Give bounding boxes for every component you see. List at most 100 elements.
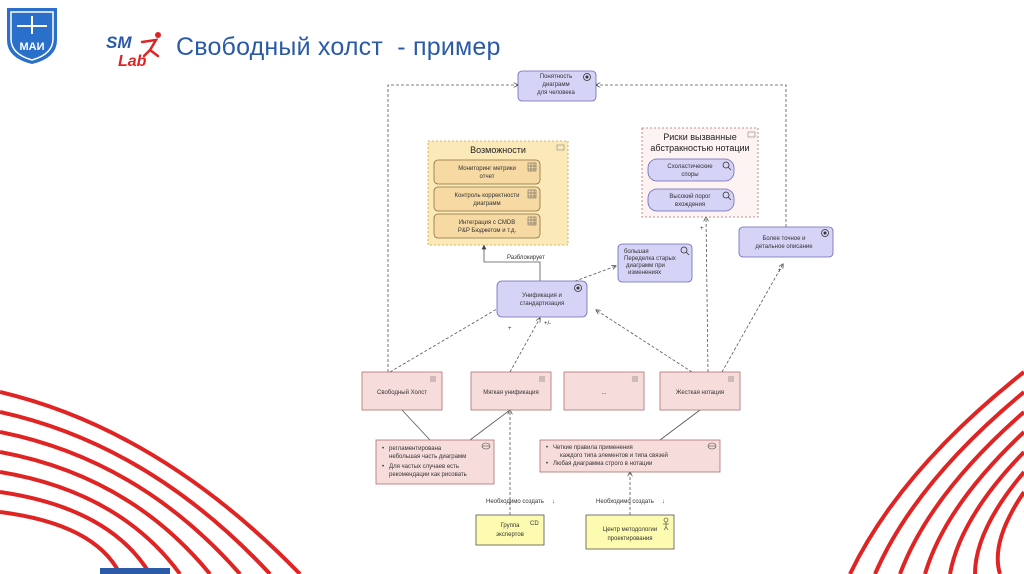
need-create-arrow-1-icon: ↓ bbox=[552, 499, 555, 505]
soft-detail-4: рекомендации как рисовать bbox=[389, 472, 467, 478]
goal-icon bbox=[583, 73, 591, 81]
left-stripe-5 bbox=[0, 470, 182, 574]
edge-hard-to-unification bbox=[596, 310, 693, 373]
capability-2-line-2: диаграмм bbox=[473, 201, 500, 207]
label-need-create-1: Необходимо создать bbox=[486, 499, 544, 505]
unification-line-1: Унификация и bbox=[522, 293, 562, 299]
unification-line-2: стандартизация bbox=[520, 301, 565, 307]
magnifier-icon bbox=[680, 246, 690, 256]
capability-3-line-2: P&P Бюджетом и т.д. bbox=[458, 228, 517, 234]
risk-2-line-1: Высокий порог bbox=[669, 193, 711, 200]
hard-bullet-icon: • bbox=[546, 445, 548, 451]
edge-soft-to-soft-details bbox=[469, 409, 511, 441]
redraw-line-1: большая bbox=[624, 249, 649, 255]
hard-detail-2: каждого типа элементов и типа связей bbox=[560, 452, 668, 459]
risks-title-line-2: абстракностью нотации bbox=[650, 143, 749, 153]
smlab-logo-sm: SM bbox=[106, 33, 132, 52]
soft-detail-1: регламентирована bbox=[389, 446, 442, 452]
node-soft-details: • регламентирована небольшая часть диагр… bbox=[375, 439, 495, 485]
redraw-line-2: Переделка старых bbox=[624, 256, 676, 262]
capabilities-title: Возможности bbox=[470, 145, 526, 155]
requirement-icon bbox=[481, 442, 491, 450]
function-icon bbox=[632, 376, 638, 382]
risks-title-line-1: Риски вызванные bbox=[663, 132, 736, 142]
left-stripe-7 bbox=[0, 510, 122, 574]
edge-hard-to-precise bbox=[721, 264, 783, 373]
hard-detail-3: Любая диаграмма строго в нотации bbox=[553, 461, 652, 467]
actor-icon bbox=[663, 517, 669, 531]
capability-1-line-2: отчет bbox=[480, 174, 495, 180]
edge-free-to-unification bbox=[389, 306, 502, 373]
need-create-arrow-2-icon: ↓ bbox=[662, 499, 665, 505]
approach-soft-unification: Мягкая унификация bbox=[483, 390, 539, 396]
right-stripe-4 bbox=[923, 430, 1024, 574]
edge-hard-to-hard-details bbox=[659, 409, 701, 441]
capability-grid-icon bbox=[527, 162, 537, 172]
experts-line-1: Группа bbox=[500, 523, 520, 529]
edge-soft-to-unification bbox=[509, 318, 540, 373]
edge-unification-to-redraw bbox=[569, 266, 616, 284]
node-hard-details: • Четкие правила применения каждого типа… bbox=[539, 439, 721, 473]
hard-bullet-icon: • bbox=[546, 461, 548, 467]
function-icon bbox=[539, 376, 545, 382]
edge-free-to-understanding bbox=[387, 85, 518, 372]
magnifier-icon bbox=[722, 161, 732, 171]
group-icon bbox=[747, 131, 756, 138]
capability-1-line-1: Мониторинг метрики bbox=[458, 166, 516, 172]
risk-2-line-2: вхождения bbox=[675, 202, 705, 208]
right-stripe-3 bbox=[898, 410, 1024, 574]
understanding-line-1: Понятность bbox=[540, 74, 572, 80]
group-risks: Риски вызванные абстракностью нотации Сх… bbox=[641, 127, 759, 218]
understanding-line-2: диаграмм bbox=[542, 82, 569, 88]
slide-title: Свободный холст - пример bbox=[176, 33, 501, 61]
function-icon bbox=[728, 376, 734, 382]
risk-1-line-2: споры bbox=[681, 172, 698, 178]
left-stripe-3 bbox=[0, 430, 242, 574]
right-stripe-1 bbox=[848, 370, 1024, 574]
capability-grid-icon bbox=[527, 216, 537, 226]
node-precise-description: Более точное и детальное описание bbox=[738, 226, 834, 258]
right-stripe-2 bbox=[873, 390, 1024, 574]
node-experts: CD Группа экспертов bbox=[475, 514, 545, 546]
group-capabilities: Возможности Мониторинг метрики отчет Кон… bbox=[427, 140, 569, 246]
soft-bullet-icon: • bbox=[382, 464, 384, 470]
label-unblocks: Разблокирует bbox=[507, 255, 545, 261]
function-icon bbox=[430, 376, 436, 382]
right-stripe-6 bbox=[973, 470, 1024, 574]
node-redraw: большая Переделка старых диаграмм при из… bbox=[617, 243, 693, 283]
approach-strict-notation: Жесткая нотация bbox=[676, 390, 724, 396]
node-unification: Унификация и стандартизация bbox=[496, 280, 588, 318]
soft-detail-2: небольшая часть диаграмм bbox=[389, 454, 466, 460]
left-stripe-4 bbox=[0, 450, 212, 574]
capability-3-line-1: Интеграция с CMDB bbox=[459, 220, 516, 226]
approaches-row: Свободный Холст Мягкая унификация ... Же… bbox=[361, 371, 741, 411]
left-stripe-6 bbox=[0, 490, 152, 574]
experts-line-2: экспертов bbox=[496, 532, 524, 538]
bottom-blue-bar bbox=[100, 568, 170, 574]
approach-ellipsis: ... bbox=[601, 390, 606, 396]
capability-2-line-1: Контроль корректности bbox=[455, 193, 520, 199]
edge-free-to-soft-details bbox=[401, 409, 431, 441]
smlab-logo: SM Lab bbox=[106, 32, 161, 70]
label-plus-2: + bbox=[700, 226, 704, 232]
methodology-line-2: проектирования bbox=[607, 536, 652, 542]
mai-logo-text: МАИ bbox=[19, 41, 44, 53]
hard-detail-1: Четкие правила применения bbox=[553, 445, 633, 451]
running-man-icon bbox=[140, 32, 161, 58]
collaboration-icon: CD bbox=[530, 521, 539, 527]
node-methodology-center: Центр методологии проектирования bbox=[585, 514, 675, 550]
left-stripe-2 bbox=[0, 410, 272, 574]
right-stripe-7 bbox=[995, 490, 1024, 574]
precise-line-1: Более точное и bbox=[762, 236, 805, 242]
approach-free-canvas: Свободный Холст bbox=[377, 389, 427, 396]
edge-unification-unblocks bbox=[481, 244, 541, 281]
goal-icon bbox=[821, 229, 829, 237]
left-stripe-1 bbox=[0, 390, 302, 574]
magnifier-icon bbox=[722, 191, 732, 201]
capability-grid-icon bbox=[527, 189, 537, 199]
label-plus-minus: +/- bbox=[544, 321, 551, 327]
smlab-logo-lab: Lab bbox=[118, 53, 147, 70]
risk-1-line-1: Схоластические bbox=[667, 164, 713, 170]
